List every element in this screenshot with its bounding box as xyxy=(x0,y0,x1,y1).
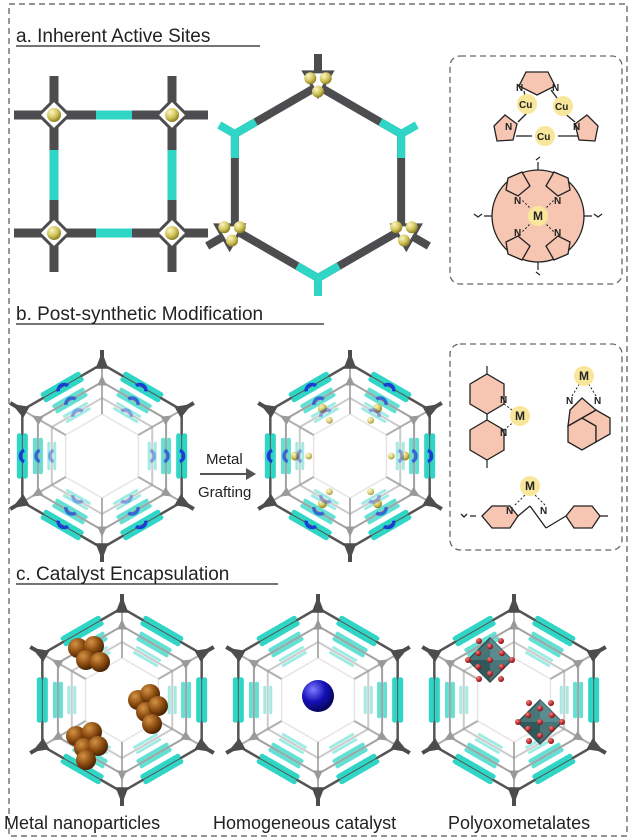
cu-label-2: Cu xyxy=(555,102,568,113)
metal-label-diimine: M xyxy=(579,369,589,383)
caption-polyoxometalates: Polyoxometalates xyxy=(448,813,590,833)
n-label-imine-2: N xyxy=(540,506,547,517)
bipyridine-structure: M N N xyxy=(469,366,530,468)
metal-label-bipy: M xyxy=(515,409,525,423)
n-label-4: N xyxy=(573,122,580,133)
metal-grafting-arrow: Metal Grafting xyxy=(198,451,256,501)
caption-homogeneous-catalyst: Homogeneous catalyst xyxy=(213,813,396,833)
section-title-c: c. Catalyst Encapsulation xyxy=(16,564,229,585)
nanoparticle-cluster-1 xyxy=(68,636,110,672)
cof-after-grafting xyxy=(257,350,443,562)
triangle-node-1 xyxy=(301,70,335,100)
nanoparticle-cluster-3 xyxy=(66,722,108,770)
n-label-diimine-1: N xyxy=(566,396,573,407)
polyoxometalate-cluster-1 xyxy=(465,636,515,684)
n-label-8: N xyxy=(554,228,561,239)
hexagonal-framework xyxy=(205,54,431,296)
chem-box-b xyxy=(449,343,623,551)
arrow-label-grafting: Grafting xyxy=(198,484,251,501)
cu-label-1: Cu xyxy=(519,100,532,111)
square-framework xyxy=(14,76,208,272)
cof-before-grafting xyxy=(9,350,195,562)
metal-label-imine: M xyxy=(525,479,535,493)
n-label-imine-1: N xyxy=(506,506,513,517)
square-node-4 xyxy=(154,215,190,251)
chem-box-a xyxy=(449,55,623,285)
polyoxometalate-clusters xyxy=(465,636,565,746)
triangle-node-2 xyxy=(389,221,423,253)
n-label-7: N xyxy=(514,228,521,239)
cof-with-polyoxometalates xyxy=(421,594,607,806)
porphyrin-structure: M N N N N xyxy=(473,156,603,276)
caption-metal-nanoparticles: Metal nanoparticles xyxy=(4,813,160,833)
homogeneous-catalyst-sphere xyxy=(302,680,334,712)
triangle-node-3 xyxy=(213,221,247,253)
pyridyl-imine-structure: M N N xyxy=(460,476,608,529)
square-node-1 xyxy=(36,97,72,133)
cu-label-3: Cu xyxy=(537,132,550,143)
square-node-3 xyxy=(36,215,72,251)
square-node-2 xyxy=(154,97,190,133)
section-title-a: a. Inherent Active Sites xyxy=(16,26,210,47)
nanoparticle-cluster-2 xyxy=(128,684,168,734)
section-title-b: b. Post-synthetic Modification xyxy=(16,304,263,325)
outer-frame xyxy=(8,3,628,837)
cu-trimer-structure: Cu Cu Cu N N N N xyxy=(493,71,599,146)
n-label-3: N xyxy=(505,122,512,133)
arrow-label-metal: Metal xyxy=(206,451,243,468)
metal-label-porphyrin: M xyxy=(533,209,543,223)
metal-nanoparticles xyxy=(66,636,168,770)
cof-with-homogeneous-catalyst xyxy=(225,594,411,806)
n-label-5: N xyxy=(514,196,521,207)
n-label-6: N xyxy=(554,196,561,207)
diimine-acenaphthene-structure: M N N xyxy=(566,366,611,451)
n-label-1: N xyxy=(516,83,523,94)
n-label-bipy-2: N xyxy=(500,428,507,439)
polyoxometalate-cluster-2 xyxy=(515,698,565,746)
n-label-bipy-1: N xyxy=(500,395,507,406)
n-label-2: N xyxy=(552,83,559,94)
cof-with-metal-nanoparticles xyxy=(29,594,215,806)
n-label-diimine-2: N xyxy=(594,396,601,407)
